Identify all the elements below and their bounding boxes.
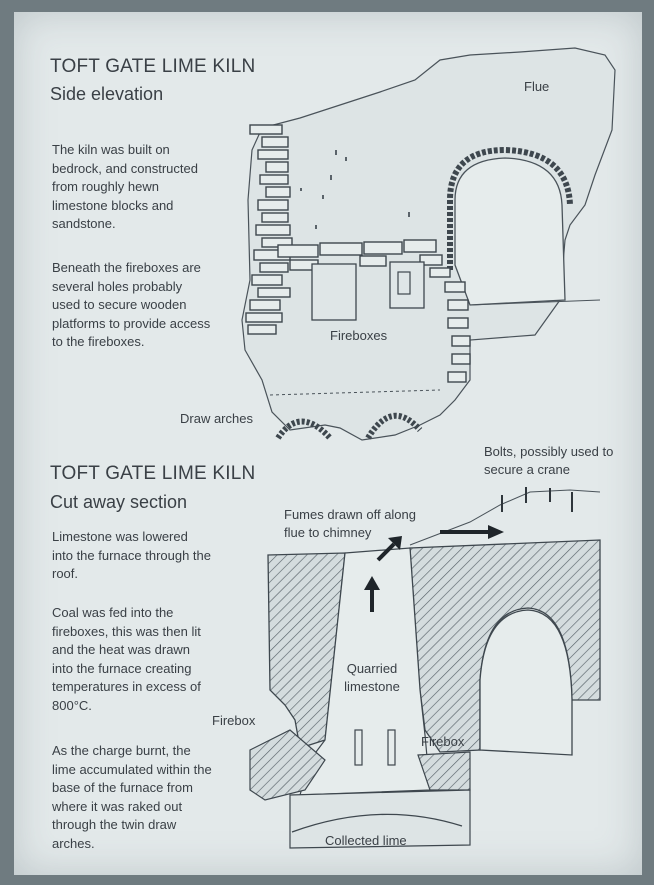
ground-line [469, 299, 601, 306]
quarried-limestone-label: Quarried limestone [344, 661, 400, 694]
bolts [501, 487, 573, 512]
firebox-left-opening [311, 263, 357, 321]
flue-arch-opening [454, 157, 566, 306]
bedrock-line [269, 389, 441, 396]
draw-arch-right [365, 412, 423, 440]
draw-arches-label: Draw arches [180, 411, 253, 426]
draw-slot-right [387, 729, 396, 766]
fireboxes-label: Fireboxes [330, 328, 388, 343]
side-elevation-subtitle: Side elevation [50, 84, 164, 104]
scaffold-holes [300, 150, 410, 229]
side-elevation-paragraph-1: The kiln was built on bedrock, and const… [52, 142, 198, 231]
fume-arrows [364, 525, 504, 612]
fumes-label: Fumes drawn off along flue to chimney [284, 507, 416, 540]
draw-arch-left [275, 418, 333, 441]
collected-lime-arc [291, 813, 463, 833]
ground-profile [409, 489, 601, 546]
section-paragraph-3: As the charge burnt, the lime accumulate… [52, 743, 212, 851]
bolts-label: Bolts, possibly used to secure a crane [484, 444, 614, 477]
side-elevation-drawing [241, 47, 616, 441]
collected-lime-label: Collected lime [325, 833, 407, 848]
left-wall-blocks [245, 124, 293, 335]
firebox-left-label: Firebox [212, 713, 256, 728]
section-drawing [249, 487, 601, 849]
firebox-right-opening [389, 261, 425, 309]
draw-slot-left [354, 729, 363, 766]
flue-label: Flue [524, 79, 550, 94]
section-subtitle: Cut away section [50, 492, 188, 512]
firebox-right-label: Firebox [421, 734, 465, 749]
left-firebox-hatch [249, 729, 326, 801]
section-paragraph-1: Limestone was lowered into the furnace t… [52, 529, 212, 581]
section-paragraph-2: Coal was fed into the fireboxes, this wa… [52, 605, 201, 713]
collected-lime-bowl [289, 789, 471, 849]
firebox-right-hole [397, 271, 411, 295]
side-elevation-paragraph-2: Beneath the fireboxes are several holes … [52, 260, 211, 349]
flue-arch-voussoirs [447, 146, 573, 270]
side-elevation-title: TOFT GATE LIME KILN [50, 56, 256, 77]
firebox-lintel-blocks [277, 239, 471, 383]
section-title: TOFT GATE LIME KILN [50, 463, 256, 484]
side-arch-opening [479, 609, 573, 756]
